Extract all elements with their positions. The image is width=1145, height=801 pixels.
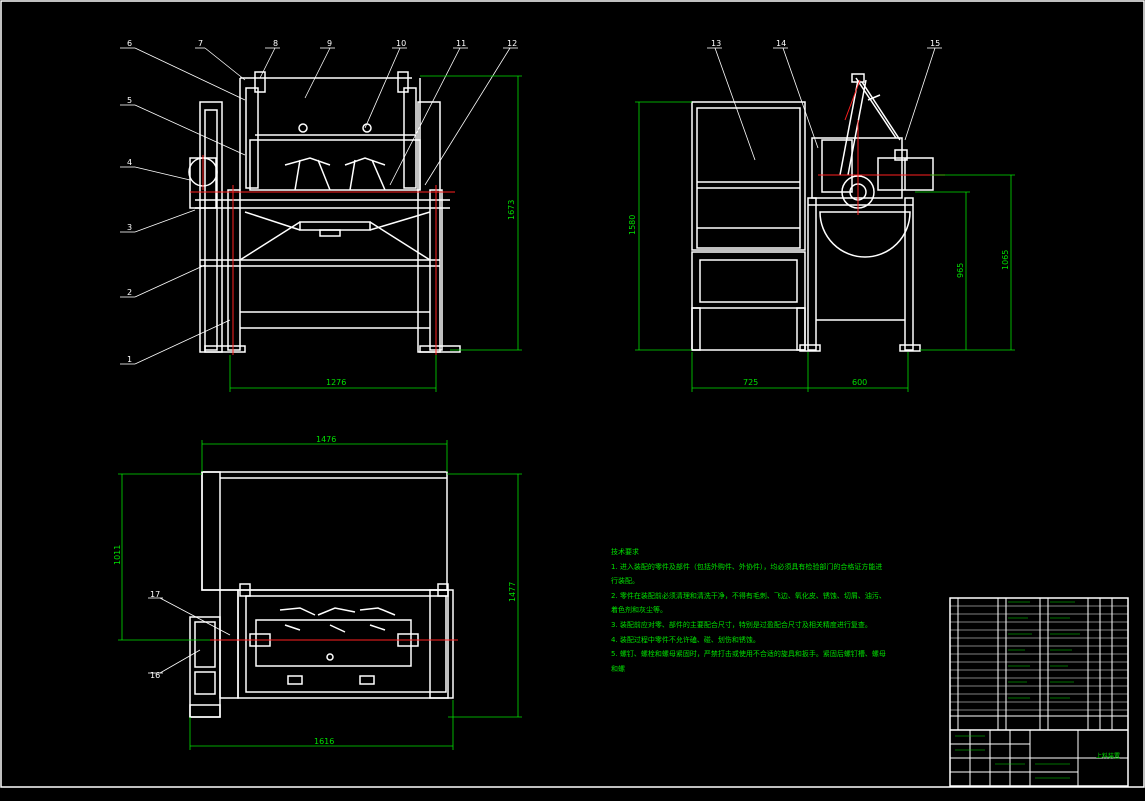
notes-title: 技术要求 (611, 548, 639, 556)
parts-list-entries (955, 601, 1080, 779)
balloon-14: 14 (776, 39, 786, 48)
front-leaders (120, 47, 518, 365)
front-balloon-labels: 1 2 3 4 5 6 7 8 9 10 11 12 (127, 39, 517, 364)
balloon-12: 12 (507, 39, 517, 48)
notes-line: 5. 螺钉、螺栓和螺母紧固时，严禁打击或使用不合适的旋具和扳手。紧固后螺钉槽、螺… (611, 650, 886, 659)
drawing-name: 上料装置 (1095, 753, 1120, 760)
side-balloon-labels: 13 14 15 (711, 39, 940, 48)
balloon-17: 17 (150, 590, 160, 599)
balloon-2: 2 (127, 288, 132, 297)
balloon-1: 1 (127, 355, 132, 364)
balloon-15: 15 (930, 39, 940, 48)
dim-side-h1: 965 (956, 263, 965, 278)
dim-side-depth-right: 600 (852, 378, 867, 387)
notes-line: 4. 装配过程中零件不允许磕、碰、划伤和锈蚀。 (611, 635, 760, 644)
notes-line: 和螺 (611, 664, 625, 673)
side-centerlines (818, 79, 945, 215)
dim-top-depth: 1011 (113, 545, 122, 565)
top-balloon-labels: 16 17 (150, 590, 160, 680)
balloon-4: 4 (127, 158, 132, 167)
dim-side-depth-left: 725 (743, 378, 758, 387)
dim-top-width: 1476 (316, 435, 336, 444)
dim-front-width: 1276 (326, 378, 346, 387)
notes-line: 1. 进入装配的零件及部件（包括外购件、外协件），均必须具有检验部门的合格证方能… (611, 562, 883, 571)
balloon-13: 13 (711, 39, 721, 48)
balloon-5: 5 (127, 96, 132, 105)
front-dimensions (229, 75, 522, 392)
side-leaders (707, 47, 942, 161)
top-dimensions (118, 440, 522, 750)
parts-list-rows (950, 605, 1128, 711)
side-view (691, 73, 934, 352)
front-centerlines (190, 155, 455, 355)
top-view (189, 471, 454, 718)
notes-line: 3. 装配前应对零、部件的主要配合尺寸，特别是过盈配合尺寸及相关精度进行复查。 (611, 620, 872, 629)
balloon-6: 6 (127, 39, 132, 48)
title-block (949, 597, 1129, 787)
notes-line: 着色剂和灰尘等。 (611, 606, 667, 615)
notes-line: 2. 零件在装配前必须清理和清洗干净，不得有毛刺、飞边、氧化皮、锈蚀、切屑、油污… (611, 591, 886, 600)
balloon-10: 10 (396, 39, 406, 48)
dim-top-overall-width: 1616 (314, 737, 334, 746)
dim-side-height: 1580 (628, 215, 637, 235)
dim-front-height: 1673 (507, 200, 516, 220)
top-leaders (148, 597, 231, 674)
side-dimensions (635, 101, 1015, 392)
balloon-9: 9 (327, 39, 332, 48)
dim-side-h2: 1065 (1001, 250, 1010, 270)
notes-line: 行装配。 (611, 577, 639, 586)
balloon-8: 8 (273, 39, 278, 48)
front-view (188, 71, 461, 353)
technical-requirements: 技术要求 1. 进入装配的零件及部件（包括外购件、外协件），均必须具有检验部门的… (611, 545, 911, 676)
balloon-3: 3 (127, 223, 132, 232)
balloon-16: 16 (150, 671, 160, 680)
balloon-11: 11 (456, 39, 466, 48)
balloon-7: 7 (198, 39, 203, 48)
dim-top-overall-depth: 1477 (508, 582, 517, 602)
